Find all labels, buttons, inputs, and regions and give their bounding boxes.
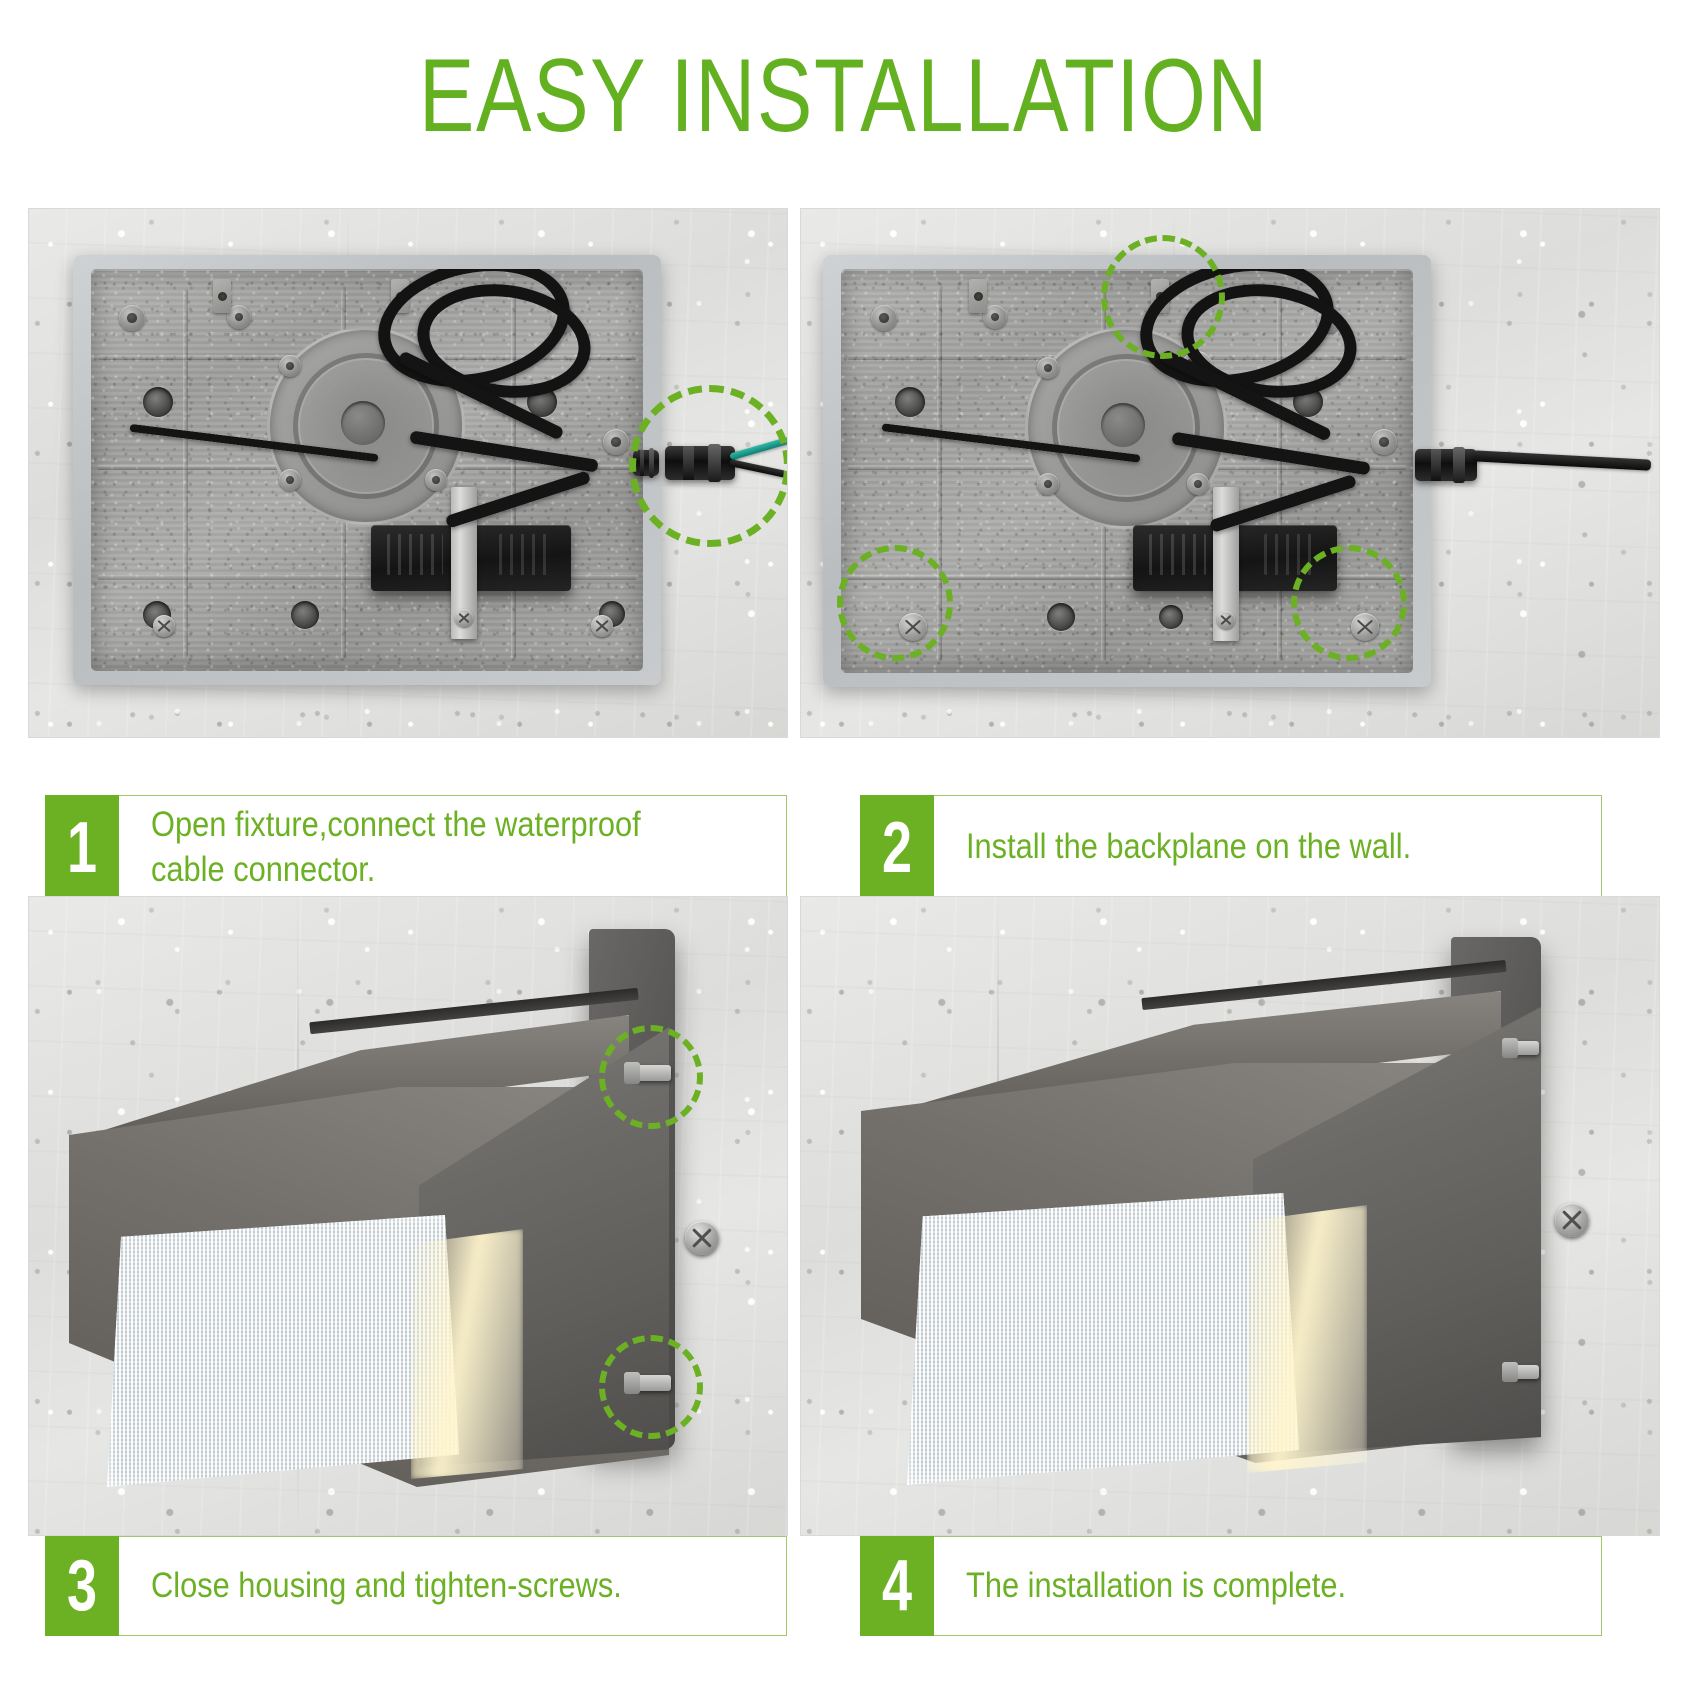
bracket-screw	[455, 609, 473, 627]
casting-rib	[937, 289, 942, 661]
step-2-caption-body: Install the backplane on the wall.	[934, 795, 1602, 900]
step-2-photo-cell	[800, 208, 1660, 738]
gland-nut	[633, 448, 659, 478]
step-4-photo	[800, 896, 1660, 1536]
page-title: EASY INSTALLATION	[418, 38, 1270, 154]
step-2-caption-text: Install the backplane on the wall.	[966, 827, 1412, 867]
mounting-boss	[871, 305, 897, 331]
mounting-boss	[1037, 473, 1059, 495]
hanger-tab	[1151, 279, 1169, 313]
casting-rib	[183, 289, 188, 659]
step-3-number: 3	[45, 1536, 119, 1636]
waterproof-cable-connector	[665, 444, 735, 482]
led-light-glow	[1247, 1205, 1367, 1473]
step-3-photo	[28, 896, 788, 1536]
step-1-number: 1	[45, 795, 119, 900]
knockout-hole	[291, 601, 319, 629]
fixture-backplane	[73, 255, 661, 685]
step-2-number: 2	[860, 795, 934, 900]
step-1-photo-cell	[28, 208, 788, 738]
casting-rib	[97, 575, 637, 580]
mounting-boss	[1187, 473, 1209, 495]
step-3-caption: 3 Close housing and tighten-screws.	[45, 1536, 787, 1636]
step-2-photo	[800, 208, 1660, 738]
mounting-boss	[1037, 357, 1059, 379]
mounting-boss	[227, 305, 251, 329]
housing-bolt-bottom	[1502, 1362, 1539, 1382]
mounting-boss	[983, 305, 1007, 329]
knockout-hole	[527, 387, 557, 417]
casting-rib	[847, 575, 1407, 580]
backplane-mounting-screw	[1351, 613, 1379, 641]
housing-bolt-top	[1502, 1038, 1539, 1058]
octagon-center-hole	[341, 401, 385, 445]
mounting-boss	[551, 309, 575, 333]
hanger-tab	[969, 279, 987, 313]
step-1-caption-body: Open fixture,connect the waterproof cabl…	[119, 795, 787, 900]
mounting-boss	[425, 469, 447, 491]
step-4-number: 4	[860, 1536, 934, 1636]
housing-side-screw	[685, 1221, 719, 1255]
step-4-caption-text: The installation is complete.	[966, 1565, 1347, 1605]
casting-rib	[1277, 289, 1282, 661]
hanger-tab	[391, 279, 409, 313]
step-4-caption: 4 The installation is complete.	[860, 1536, 1602, 1636]
step-1-caption: 1 Open fixture,connect the waterproof ca…	[45, 795, 787, 900]
step-2-caption: 2 Install the backplane on the wall.	[860, 795, 1602, 900]
step-1-photo	[28, 208, 788, 738]
step-3-photo-cell	[28, 896, 788, 1536]
prismatic-lens	[907, 1193, 1299, 1485]
prismatic-lens	[107, 1215, 459, 1487]
housing-bolt-top	[624, 1062, 671, 1084]
octagon-center-hole	[1101, 403, 1145, 447]
knockout-hole	[1047, 603, 1075, 631]
step-4-caption-body: The installation is complete.	[934, 1536, 1602, 1636]
led-light-glow	[411, 1229, 523, 1479]
backplane-casting	[91, 269, 643, 671]
housing-side-screw	[1555, 1203, 1589, 1237]
step-4-photo-cell	[800, 896, 1660, 1536]
step-3-caption-body: Close housing and tighten-screws.	[119, 1536, 787, 1636]
knockout-hole	[1159, 605, 1183, 629]
backplane-mounting-screw	[899, 613, 927, 641]
led-wall-pack-fixture	[801, 897, 1659, 1535]
step-1-caption-text: Open fixture,connect the waterproof cabl…	[151, 804, 641, 889]
backplane-screw	[153, 615, 175, 637]
fixture-backplane	[823, 255, 1431, 687]
mounting-boss	[1317, 309, 1341, 333]
mounting-boss	[1371, 429, 1397, 455]
knockout-hole	[1293, 387, 1323, 417]
waterproof-cable-connector	[1415, 447, 1477, 483]
mounting-boss	[279, 469, 301, 491]
knockout-hole	[143, 387, 173, 417]
housing-bolt-bottom	[624, 1372, 671, 1394]
casting-rib	[511, 289, 516, 659]
backplane-screw	[591, 615, 613, 637]
mounting-boss	[603, 429, 629, 455]
mounting-boss	[279, 355, 301, 377]
backplane-casting	[841, 269, 1413, 673]
bracket-screw	[1217, 611, 1235, 629]
knockout-hole	[895, 387, 925, 417]
hanger-tab	[213, 279, 231, 313]
mounting-boss	[119, 305, 145, 331]
mounting-boss	[425, 355, 447, 377]
led-wall-pack-fixture	[29, 897, 787, 1535]
step-3-caption-text: Close housing and tighten-screws.	[151, 1565, 622, 1605]
